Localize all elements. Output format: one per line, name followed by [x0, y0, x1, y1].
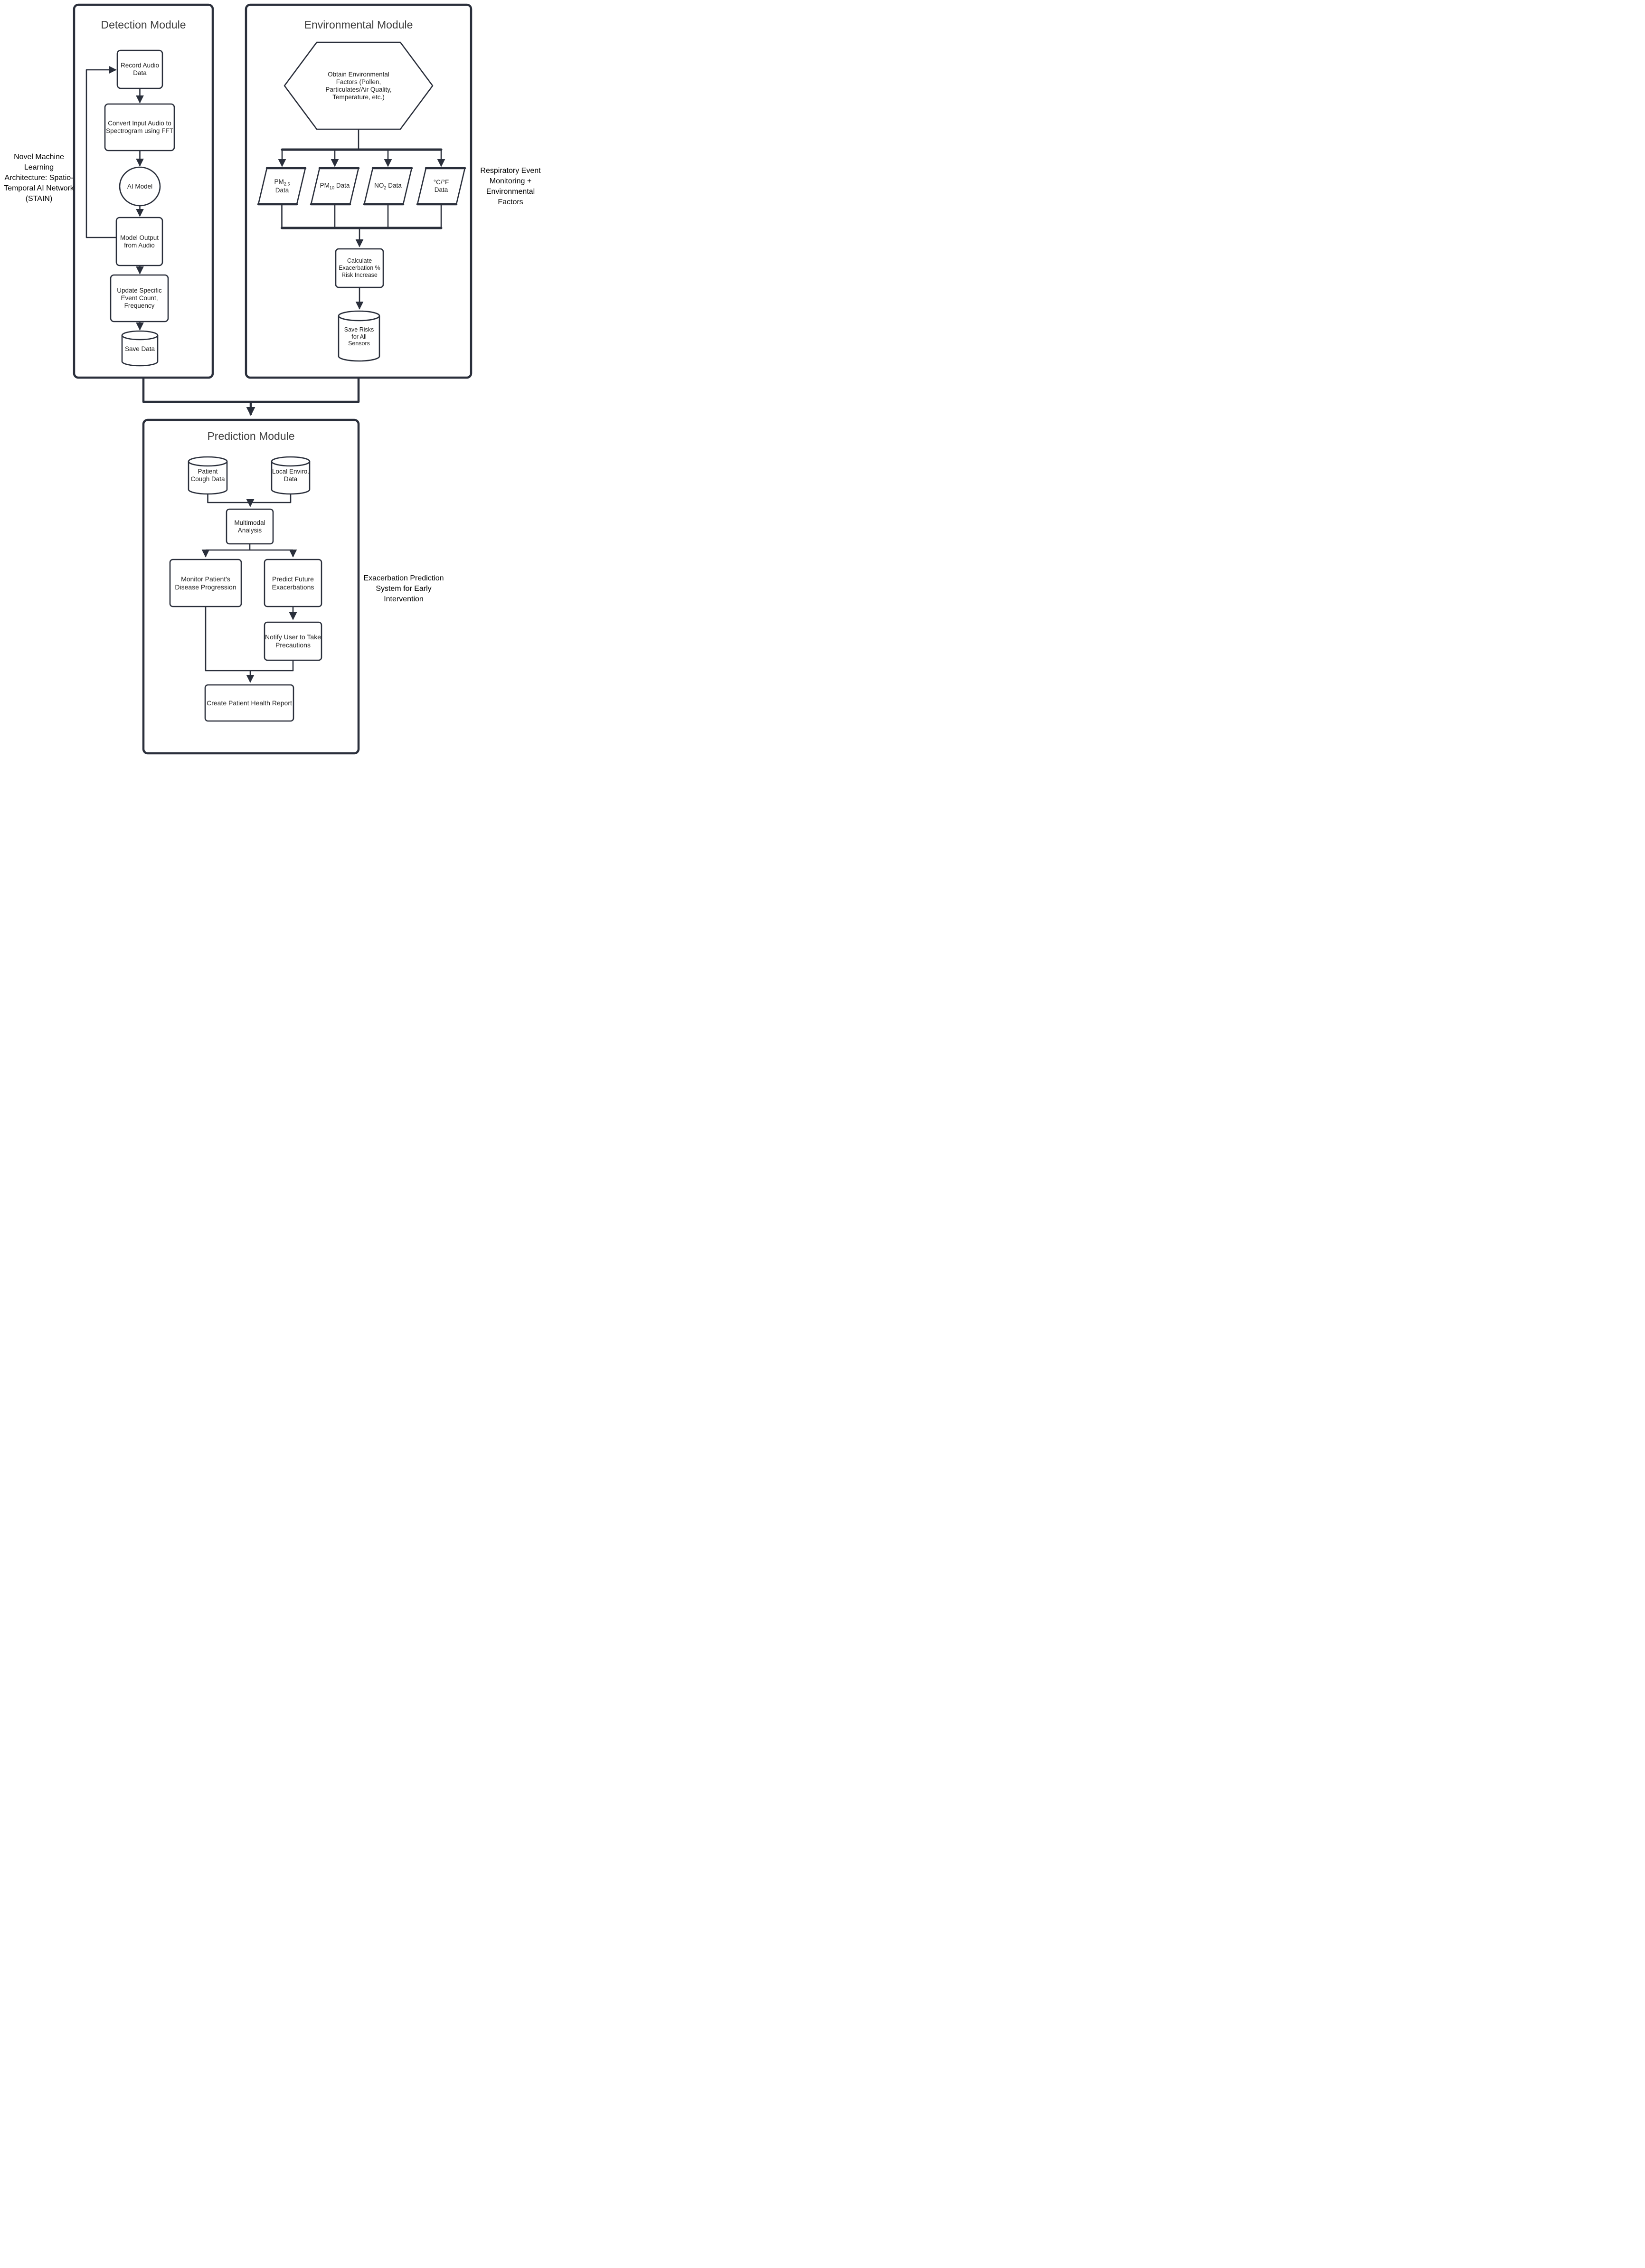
node-pm25-label: PM2.5 Data: [267, 168, 297, 204]
node-temp-label: °C/°F Data: [433, 179, 449, 193]
node-obtain-hexagon: [284, 41, 434, 130]
node-no2-label: NO2 Data: [373, 168, 403, 204]
flowchart-canvas: Detection Module Environmental Module Pr…: [0, 0, 548, 756]
node-convert-label: Convert Input Audio to Spectrogram using…: [106, 120, 173, 134]
environmental-module-title: Environmental Module: [304, 18, 413, 31]
pm25-sub: 2.5: [284, 181, 290, 187]
node-output-shape: [115, 217, 163, 266]
no2-rest: Data: [388, 182, 402, 190]
node-saverisks-cylinder-top: [338, 310, 380, 322]
node-pm10-label: PM10 Data: [320, 168, 350, 204]
prediction-module-box: [142, 418, 360, 755]
node-predict-shape: [264, 559, 322, 607]
node-saverisks-label: Save Risks for All Sensors: [344, 326, 374, 347]
node-patientcough-cylinder-top: [188, 456, 228, 467]
node-localenviro-cylinder-top: [271, 456, 311, 467]
node-notify-shape: [264, 621, 322, 661]
node-update-shape: [110, 274, 169, 323]
node-saverisks-cylinder-body: [338, 316, 380, 362]
node-aimodel-shape: [119, 166, 161, 207]
node-patientcough-label: Patient Cough Data: [190, 468, 225, 483]
pm10-rest: Data: [336, 182, 350, 190]
no2-sub: 2: [384, 185, 387, 190]
node-output-label: Model Output from Audio: [120, 234, 159, 249]
node-patientcough-cylinder-body: [188, 461, 228, 495]
detection-module-title: Detection Module: [101, 18, 186, 31]
prediction-side-label: Exacerbation Prediction System for Early…: [363, 574, 444, 604]
node-convert-shape: [104, 103, 175, 152]
node-localenviro-label: Local Enviro. Data: [272, 468, 310, 483]
detection-side-label: Novel Machine Learning Architecture: Spa…: [4, 152, 74, 203]
node-localenviro-cylinder-body: [271, 461, 311, 495]
node-record-shape: [116, 49, 163, 89]
pm25-rest: Data: [275, 186, 289, 194]
node-calculate-shape: [335, 248, 384, 288]
pm10-base: PM: [320, 182, 330, 190]
node-multimodal-shape: [226, 508, 274, 545]
node-save-label: Save Data: [124, 345, 155, 353]
node-multimodal-label: Multimodal Analysis: [234, 519, 265, 534]
node-report-label: Create Patient Health Report: [207, 699, 292, 707]
pm25-base: PM: [274, 178, 284, 186]
no2-base: NO: [374, 182, 384, 190]
node-obtain-label: Obtain Environmental Factors (Pollen, Pa…: [325, 71, 392, 101]
node-calculate-label: Calculate Exacerbation % Risk Increase: [339, 257, 380, 278]
environmental-side-label: Respiratory Event Monitoring + Environme…: [480, 166, 541, 207]
prediction-module-title: Prediction Module: [207, 429, 295, 442]
modules-merge-connector: [142, 378, 360, 403]
diagram-layer: [73, 3, 473, 755]
node-update-label: Update Specific Event Count, Frequency: [117, 287, 162, 309]
node-monitor-shape: [169, 559, 242, 607]
node-predict-label: Predict Future Exacerbations: [272, 575, 314, 591]
node-record-label: Record Audio Data: [120, 62, 160, 76]
pm10-sub: 10: [329, 185, 335, 190]
node-report-shape: [204, 684, 294, 722]
node-monitor-label: Monitor Patient's Disease Progression: [175, 575, 236, 591]
node-save-cylinder-body: [121, 335, 159, 367]
report-merge: [205, 607, 294, 672]
node-aimodel-label: AI Model: [127, 182, 153, 190]
node-save-cylinder-top: [121, 330, 159, 341]
node-notify-label: Notify User to Take Precautions: [265, 633, 321, 649]
loopback-output-to-record: [85, 66, 117, 238]
